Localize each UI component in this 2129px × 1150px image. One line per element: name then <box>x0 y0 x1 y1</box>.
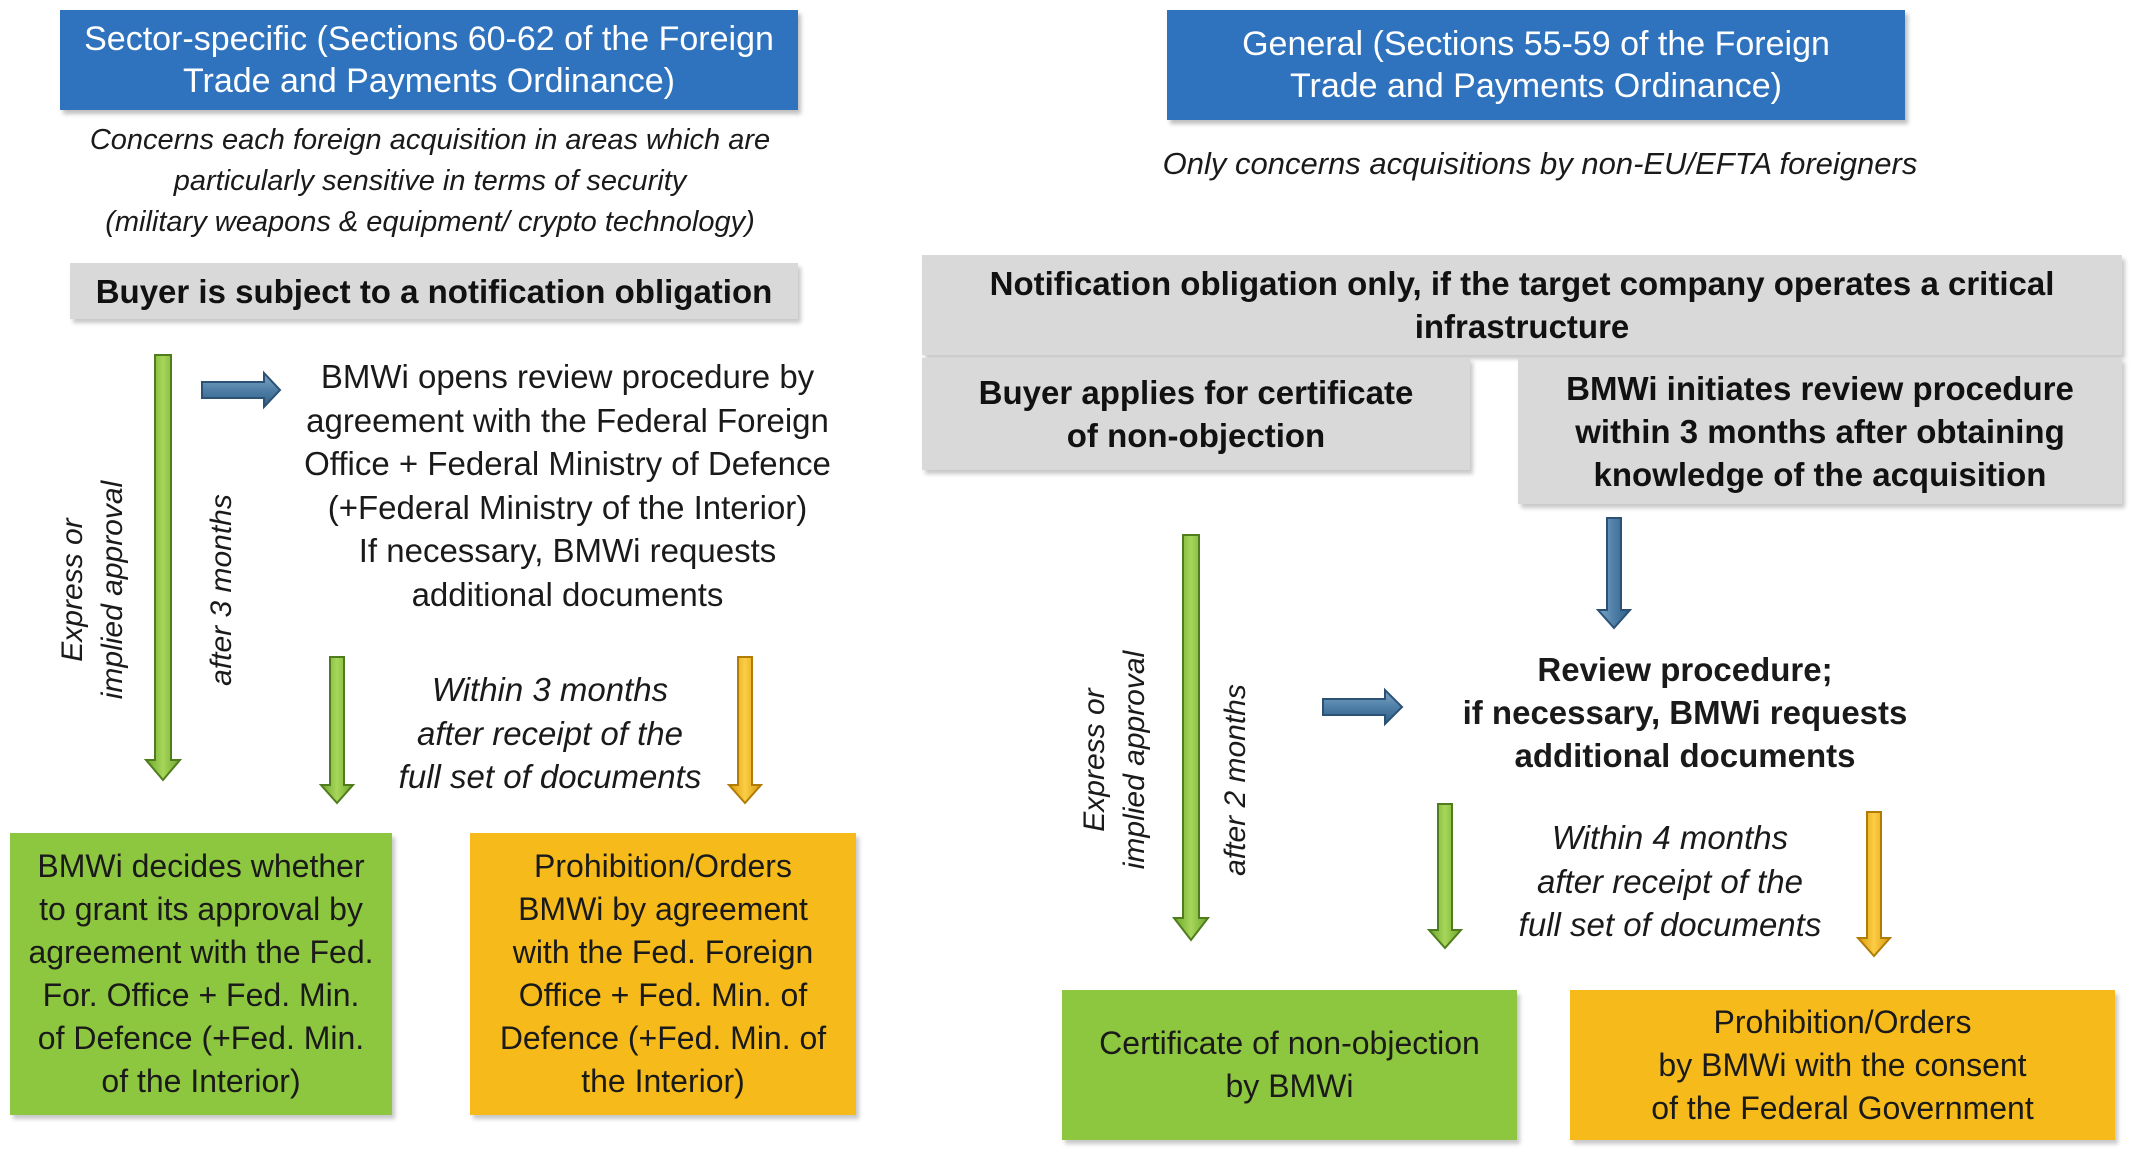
right-scope: Only concerns acquisitions by non-EU/EFT… <box>1162 146 1918 181</box>
right-timeout-label: after 2 months <box>1219 684 1252 876</box>
right-approval-arrow <box>1171 534 1211 942</box>
right-certificate-application: Buyer applies for certificate of non-obj… <box>922 358 1470 470</box>
left-review-text: BMWi opens review procedure by agreement… <box>304 358 831 613</box>
right-prohibition-arrow <box>1855 811 1893 958</box>
right-obligation: Notification obligation only, if the tar… <box>922 255 2122 355</box>
right-approval-label: Express or implied approval <box>1078 650 1151 870</box>
left-timeout-label: after 3 months <box>205 494 238 686</box>
left-prohibition-box: Prohibition/Orders BMWi by agreement wit… <box>470 833 856 1115</box>
left-decision-box: BMWi decides whether to grant its approv… <box>10 833 392 1115</box>
right-prohibition-box: Prohibition/Orders by BMWi with the cons… <box>1570 990 2115 1140</box>
left-review-arrow <box>201 370 282 410</box>
right-initiate-arrow <box>1595 517 1633 630</box>
left-obligation: Buyer is subject to a notification oblig… <box>70 263 798 319</box>
left-header: Sector-specific (Sections 60-62 of the F… <box>60 10 798 110</box>
right-initiate-review: BMWi initiates review procedure within 3… <box>1518 358 2122 504</box>
left-approval-label: Express or implied approval <box>56 480 129 700</box>
right-review-arrow <box>1322 687 1404 727</box>
right-deadline: Within 4 months after receipt of the ful… <box>1518 819 1822 943</box>
right-certificate-box: Certificate of non-objection by BMWi <box>1062 990 1517 1140</box>
left-approval-arrow <box>143 354 183 782</box>
right-certificate-arrow <box>1426 803 1464 950</box>
right-review-text: Review procedure; if necessary, BMWi req… <box>1462 651 1908 774</box>
left-decision-arrow <box>318 656 356 805</box>
left-scope: Concerns each foreign acquisition in are… <box>89 124 771 238</box>
right-header: General (Sections 55-59 of the Foreign T… <box>1167 10 1905 120</box>
left-deadline: Within 3 months after receipt of the ful… <box>398 671 702 795</box>
left-prohibition-arrow <box>726 656 764 805</box>
